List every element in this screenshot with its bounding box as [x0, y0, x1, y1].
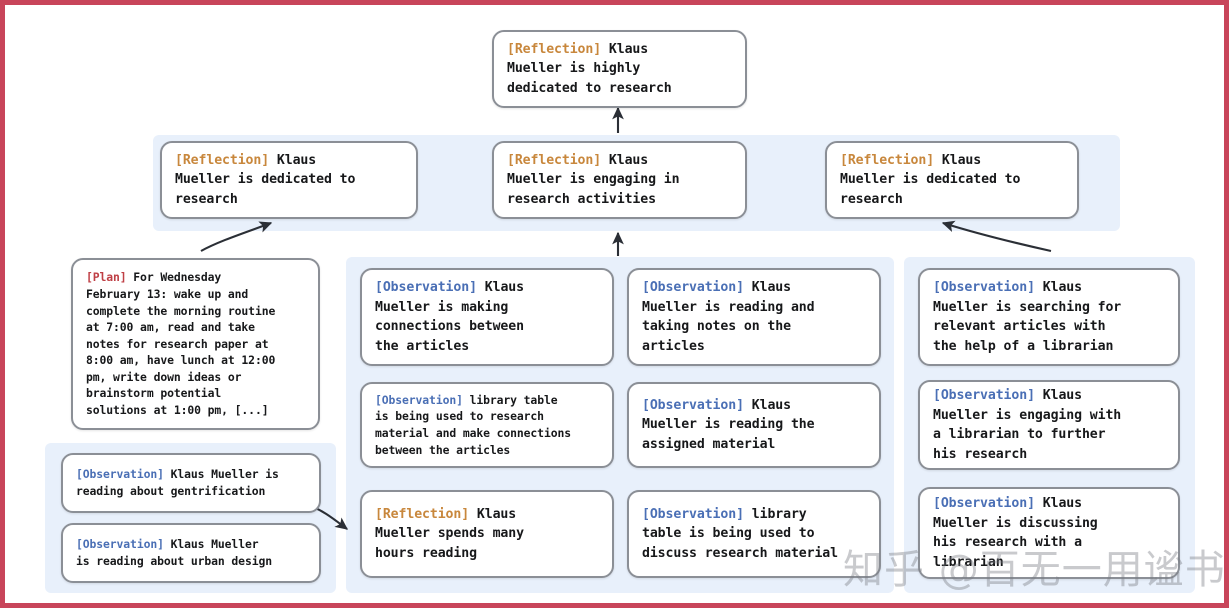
node-reflection-right[interactable]: [Reflection] Klaus Mueller is dedicated … — [825, 141, 1079, 219]
node-reflection-hours-reading[interactable]: [Reflection] Klaus Mueller spends many h… — [360, 490, 614, 578]
node-body: Klaus Mueller is searching for relevant … — [933, 280, 1122, 354]
tag-observation: [Observation] — [375, 392, 463, 407]
node-body: library table is being used to research … — [375, 392, 571, 457]
node-observation-gentrification[interactable]: [Observation] Klaus Mueller is reading a… — [61, 453, 321, 513]
node-observation-engaging-librarian[interactable]: [Observation] Klaus Mueller is engaging … — [918, 380, 1180, 470]
node-text: [Observation] Klaus Mueller is reading t… — [629, 396, 879, 455]
node-body: Klaus Mueller is dedicated to research — [175, 152, 356, 207]
node-text: [Observation] Klaus Mueller is reading a… — [629, 278, 879, 356]
node-observation-library-table-research[interactable]: [Observation] library table is being use… — [360, 382, 614, 468]
tag-reflection: [Reflection] — [175, 152, 270, 168]
node-observation-discuss-research-material[interactable]: [Observation] library table is being use… — [627, 490, 881, 578]
node-reflection-middle[interactable]: [Reflection] Klaus Mueller is engaging i… — [492, 141, 747, 219]
node-body: Klaus Mueller is reading and taking note… — [642, 280, 815, 354]
node-text: [Plan] For Wednesday February 13: wake u… — [73, 269, 318, 418]
node-text: [Reflection] Klaus Mueller is engaging i… — [494, 151, 745, 210]
node-observation-urban-design[interactable]: [Observation] Klaus Mueller is reading a… — [61, 523, 321, 583]
node-body: Klaus Mueller is dedicated to research — [840, 152, 1021, 207]
tag-plan: [Plan] — [86, 270, 127, 285]
tag-reflection: [Reflection] — [840, 152, 935, 168]
node-body: Klaus Mueller is discussing his research… — [933, 496, 1098, 570]
node-text: [Reflection] Klaus Mueller is dedicated … — [827, 151, 1077, 210]
tag-observation: [Observation] — [76, 537, 164, 552]
node-body: Klaus Mueller is reading about urban des… — [76, 537, 272, 568]
node-text: [Observation] Klaus Mueller is engaging … — [920, 386, 1178, 464]
node-observation-making-connections[interactable]: [Observation] Klaus Mueller is making co… — [360, 268, 614, 366]
tag-observation: [Observation] — [642, 506, 744, 522]
node-body: Klaus Mueller spends many hours reading — [375, 506, 524, 561]
tag-observation: [Observation] — [76, 467, 164, 482]
node-body: Klaus Mueller is making connections betw… — [375, 280, 524, 354]
node-reflection-left[interactable]: [Reflection] Klaus Mueller is dedicated … — [160, 141, 418, 219]
node-root-reflection[interactable]: [Reflection] Klaus Mueller is highly ded… — [492, 30, 747, 108]
tag-observation: [Observation] — [375, 280, 477, 295]
node-body: library table is being used to discuss r… — [642, 506, 838, 561]
node-body: Klaus Mueller is reading the assigned ma… — [642, 397, 815, 452]
node-observation-discussing-research[interactable]: [Observation] Klaus Mueller is discussin… — [918, 487, 1180, 579]
tag-observation: [Observation] — [642, 397, 744, 413]
node-text: [Observation] library table is being use… — [629, 505, 879, 564]
tag-observation: [Observation] — [933, 280, 1035, 295]
node-observation-searching-articles[interactable]: [Observation] Klaus Mueller is searching… — [918, 268, 1180, 366]
node-plan[interactable]: [Plan] For Wednesday February 13: wake u… — [71, 258, 320, 430]
node-observation-assigned-material[interactable]: [Observation] Klaus Mueller is reading t… — [627, 382, 881, 468]
tag-reflection: [Reflection] — [375, 506, 470, 522]
node-text: [Observation] Klaus Mueller is searching… — [920, 278, 1178, 356]
node-observation-reading-taking-notes[interactable]: [Observation] Klaus Mueller is reading a… — [627, 268, 881, 366]
tag-reflection: [Reflection] — [507, 41, 602, 57]
node-body: Klaus Mueller is engaging with a librari… — [933, 388, 1122, 462]
node-body: For Wednesday February 13: wake up and c… — [86, 270, 276, 418]
tag-observation: [Observation] — [642, 280, 744, 295]
node-text: [Reflection] Klaus Mueller is dedicated … — [162, 151, 416, 210]
node-text: [Reflection] Klaus Mueller is highly ded… — [494, 40, 745, 99]
node-body: Klaus Mueller is reading about gentrific… — [76, 467, 279, 498]
tag-observation: [Observation] — [933, 496, 1035, 511]
node-text: [Observation] Klaus Mueller is making co… — [362, 278, 612, 356]
node-text: [Reflection] Klaus Mueller spends many h… — [362, 505, 612, 564]
tag-observation: [Observation] — [933, 388, 1035, 403]
node-text: [Observation] Klaus Mueller is reading a… — [63, 536, 319, 569]
tag-reflection: [Reflection] — [507, 152, 602, 168]
node-text: [Observation] library table is being use… — [362, 392, 612, 458]
node-text: [Observation] Klaus Mueller is discussin… — [920, 494, 1178, 572]
node-body: Klaus Mueller is highly dedicated to res… — [507, 41, 672, 96]
node-text: [Observation] Klaus Mueller is reading a… — [63, 466, 319, 499]
node-body: Klaus Mueller is engaging in research ac… — [507, 152, 680, 207]
